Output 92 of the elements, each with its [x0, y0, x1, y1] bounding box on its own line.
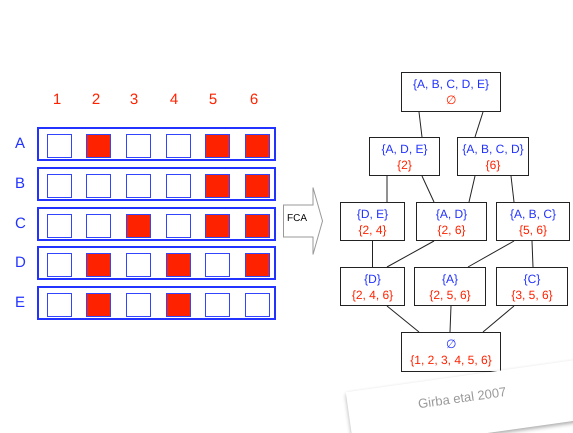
empty-square	[166, 134, 191, 158]
empty-square	[126, 253, 151, 277]
empty-square	[126, 134, 151, 158]
empty-square	[166, 174, 191, 198]
attribute-set: {6}	[486, 156, 500, 172]
empty-square	[86, 174, 111, 198]
filled-square	[86, 134, 111, 158]
object-set: {C}	[524, 270, 540, 286]
object-set: {A, D, E}	[381, 140, 428, 156]
attribute-set: {2, 4, 6}	[352, 286, 394, 302]
row-letter: D	[15, 255, 26, 270]
attribute-set: {2}	[397, 156, 412, 172]
row-letter: E	[15, 295, 26, 310]
connector-line	[386, 306, 420, 332]
connector-line	[468, 240, 514, 268]
attribute-set: ∅	[446, 92, 456, 108]
concept-box	[369, 137, 440, 176]
connector-line	[510, 176, 514, 202]
connector-line	[532, 240, 534, 268]
empty-square	[47, 214, 72, 238]
connector-line	[386, 240, 434, 268]
filled-square	[86, 293, 111, 317]
object-set: {A, B, C, D, E}	[412, 76, 490, 92]
empty-square	[245, 293, 270, 317]
concept-box	[340, 202, 405, 241]
attribute-set: {2, 5, 6}	[429, 286, 471, 302]
attribute-set: {2, 4}	[358, 222, 387, 238]
connector-line	[372, 240, 373, 268]
concept-box	[496, 267, 568, 306]
connector-line	[450, 306, 452, 332]
concept-box	[457, 137, 529, 176]
filled-square	[245, 214, 270, 238]
empty-square	[205, 293, 230, 317]
row-letter: A	[15, 136, 26, 151]
attribute-set: {1, 2, 3, 4, 5, 6}	[410, 352, 492, 368]
matrix-row	[37, 246, 276, 280]
filled-square	[245, 174, 270, 198]
filled-square	[205, 134, 230, 158]
attribute-set: {3, 5, 6}	[511, 286, 553, 302]
object-set: {A, B, C}	[510, 206, 556, 222]
column-number: 3	[130, 92, 138, 107]
connector-line	[386, 176, 388, 202]
empty-square	[47, 174, 72, 198]
row-letter: C	[15, 216, 26, 231]
column-number: 4	[170, 92, 178, 107]
filled-square	[86, 253, 111, 277]
attribute-set: {2, 6}	[437, 222, 466, 238]
concept-box	[416, 202, 487, 241]
object-set: {D}	[364, 270, 381, 286]
block-arrow	[283, 187, 323, 255]
filled-square	[245, 134, 270, 158]
empty-square	[166, 214, 191, 238]
empty-square	[126, 293, 151, 317]
column-number: 6	[250, 92, 258, 107]
filled-square	[205, 174, 230, 198]
concept-box	[401, 72, 501, 112]
empty-square	[47, 293, 72, 317]
citation-text: Girba etal 2007	[416, 383, 508, 414]
arrow-label: FCA	[287, 214, 307, 224]
connector-line	[474, 112, 484, 138]
attribute-set: {5, 6}	[518, 222, 548, 238]
concept-box	[496, 202, 570, 241]
row-letter: B	[15, 176, 26, 191]
empty-square	[47, 253, 72, 277]
filled-square	[166, 293, 191, 317]
object-set: {A}	[442, 270, 458, 286]
filled-square	[245, 253, 270, 277]
filled-square	[205, 214, 230, 238]
object-set: ∅	[446, 336, 456, 352]
connector-line	[468, 176, 476, 202]
empty-square	[86, 214, 111, 238]
concept-box	[414, 267, 486, 306]
filled-square	[126, 214, 151, 238]
matrix-row	[37, 207, 276, 241]
matrix-row	[37, 167, 276, 201]
column-number: 5	[208, 92, 218, 107]
connector-line	[482, 306, 514, 332]
concept-box	[401, 332, 501, 372]
object-set: {A, B, C, D}	[462, 140, 524, 156]
column-number: 1	[52, 92, 62, 107]
column-number: 2	[92, 92, 100, 107]
concept-box	[340, 267, 405, 306]
object-set: {A, D}	[436, 206, 468, 222]
empty-square	[126, 174, 151, 198]
object-set: {D, E}	[356, 206, 388, 222]
matrix-row	[37, 286, 276, 320]
filled-square	[166, 253, 191, 277]
connector-line	[422, 176, 434, 202]
empty-square	[47, 134, 72, 158]
connector-line	[418, 112, 422, 138]
matrix-row	[37, 127, 276, 161]
empty-square	[205, 253, 230, 277]
